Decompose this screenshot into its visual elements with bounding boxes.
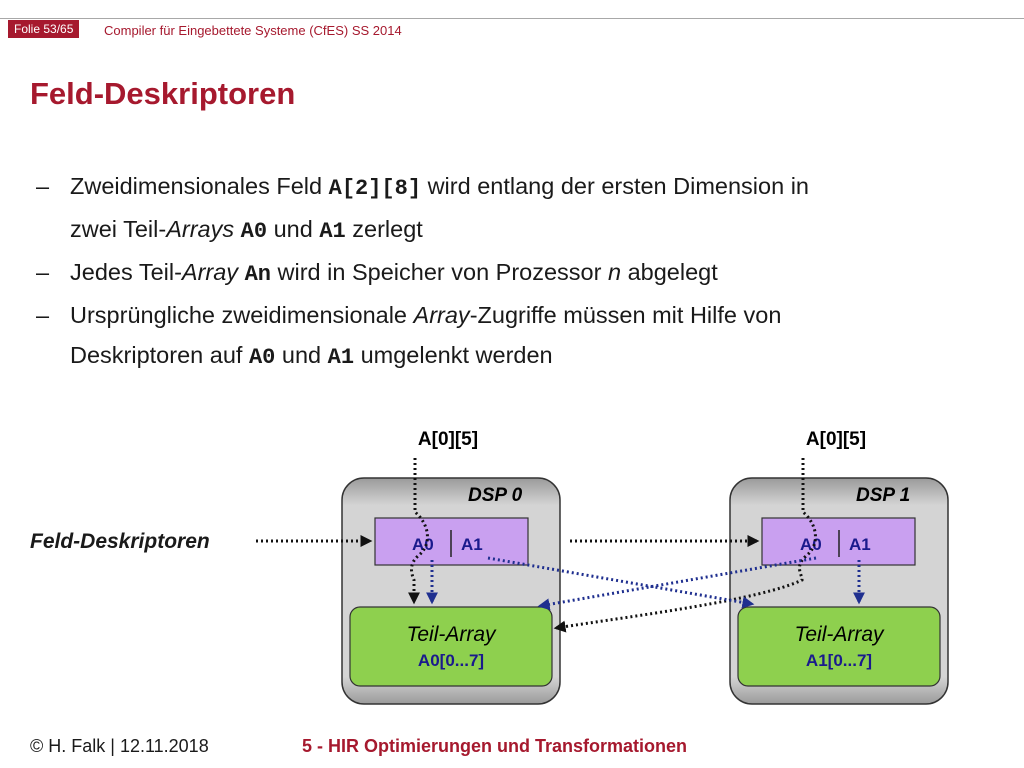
dsp0-access-arrow: [408, 458, 429, 605]
dsp0-name: DSP 0: [468, 485, 523, 506]
descriptor-side-label: Feld-Deskriptoren: [30, 530, 210, 553]
code-term: A0: [240, 219, 268, 244]
bullet-text: und: [275, 342, 328, 368]
dsp1-teil-array: [737, 606, 941, 687]
bullet-dash: –: [36, 259, 50, 285]
bullet-text: umgelenkt werden: [354, 342, 553, 368]
bullet-text: Deskriptoren auf: [70, 342, 249, 368]
bullet-list: – Zweidimensionales Feld A[2][8] wird en…: [36, 166, 996, 378]
slide-number-badge: Folie 53/65: [8, 20, 80, 38]
dsp1-descriptor-a1: A1: [849, 535, 871, 554]
dsp0-descriptor-a0: A0: [412, 535, 434, 554]
bullet-text: abgelegt: [621, 259, 718, 285]
bullet-item: – Jedes Teil-Array An wird in Speicher v…: [36, 252, 996, 295]
bullet-text: Zweidimensionales Feld: [70, 173, 329, 199]
code-term: A1: [319, 219, 346, 244]
bullet-text: Ursprüngliche zweidimensionale: [70, 302, 414, 328]
dsp1-descriptor-a0: A0: [800, 535, 822, 554]
bullet-dash: –: [36, 173, 50, 199]
dsp1-array-range: A1[0...7]: [806, 651, 872, 670]
dsp0-descriptor-a1: A1: [461, 535, 483, 554]
dsp0-access-label: A[0][5]: [418, 429, 478, 450]
code-term: An: [244, 262, 271, 287]
code-term: A0: [248, 345, 276, 370]
footer-author: © H. Falk | 12.11.2018: [30, 736, 209, 756]
bullet-text: Jedes Teil-: [70, 259, 182, 285]
bullet-text: und: [267, 216, 320, 242]
code-term: A[2][8]: [328, 176, 422, 201]
italic-term: Array: [181, 259, 239, 285]
code-term: A1: [327, 345, 355, 370]
italic-term: n: [607, 259, 622, 285]
bullet-text: -Zugriffe müssen mit Hilfe von: [469, 302, 782, 328]
course-title: Compiler für Eingebettete Systeme (CfES)…: [104, 23, 402, 38]
dsp0-teil-array: [349, 606, 553, 687]
slide-title: Feld-Deskriptoren: [30, 76, 296, 111]
bullet-text: zwei Teil-: [70, 216, 167, 242]
header-rule: [0, 18, 1024, 19]
bullet-text: zerlegt: [345, 216, 423, 242]
bullet-text: wird entlang der ersten Dimension in: [421, 173, 809, 199]
dsp0-array-label: Teil-Array: [406, 623, 497, 646]
footer-chapter: 5 - HIR Optimierungen und Transformation…: [302, 736, 688, 756]
italic-term: Arrays: [166, 216, 235, 242]
bullet-dash: –: [36, 302, 50, 328]
dsp0-array-range: A0[0...7]: [418, 651, 484, 670]
dsp1-array-label: Teil-Array: [794, 623, 885, 646]
bullet-item: – Zweidimensionales Feld A[2][8] wird en…: [36, 166, 996, 252]
bullet-text: wird in Speicher von Prozessor: [271, 259, 608, 285]
bullet-item: – Ursprüngliche zweidimensionale Array-Z…: [36, 295, 996, 378]
italic-term: Array: [413, 302, 470, 328]
dsp1-name: DSP 1: [856, 485, 910, 506]
dsp1-access-label: A[0][5]: [806, 429, 866, 450]
dsp1-remote-arrow: [537, 556, 817, 611]
